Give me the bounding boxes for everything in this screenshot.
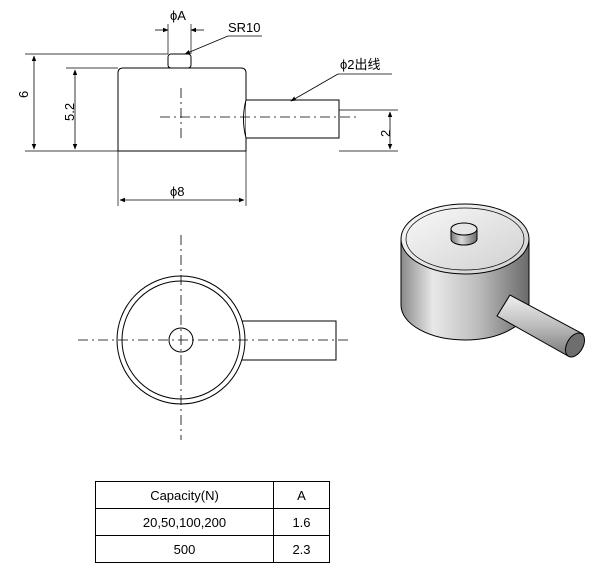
front-view-labels: ϕA SR10 ϕ2出线 6 5.2 2 ϕ8: [16, 8, 393, 199]
isometric-view: [400, 203, 585, 358]
cell-a: 2.3: [273, 535, 330, 563]
cell-capacity: 500: [95, 535, 274, 563]
front-view: [25, 24, 398, 206]
dim-pin-radius: SR10: [228, 20, 261, 35]
front-body-outline: [117, 67, 247, 152]
table-header-row: Capacity(N) A: [95, 481, 330, 509]
table-row: 20,50,100,200 1.6: [95, 508, 330, 536]
dim-pin-diameter: ϕA: [170, 8, 186, 23]
iso-cable-end: [565, 332, 585, 358]
top-view: [78, 235, 352, 440]
dim-cable-outlet: ϕ2出线: [340, 57, 381, 72]
header-a: A: [273, 481, 330, 509]
table-row: 500 2.3: [95, 535, 330, 563]
header-capacity: Capacity(N): [95, 481, 274, 509]
capacity-table: Capacity(N) A 20,50,100,200 1.6 500 2.3: [95, 481, 330, 563]
cell-a: 1.6: [273, 508, 330, 536]
iso-cable: [496, 294, 584, 357]
dim-cable-offset: 2: [378, 130, 393, 137]
dim-total-height: 6: [16, 91, 31, 98]
top-cable: [240, 320, 337, 361]
cell-capacity: 20,50,100,200: [95, 508, 274, 536]
dim-body-diameter: ϕ8: [170, 184, 185, 199]
dim-body-height: 5.2: [62, 103, 77, 121]
iso-pin-top: [450, 222, 478, 236]
front-cable: [246, 99, 340, 139]
front-pin: [167, 53, 192, 69]
